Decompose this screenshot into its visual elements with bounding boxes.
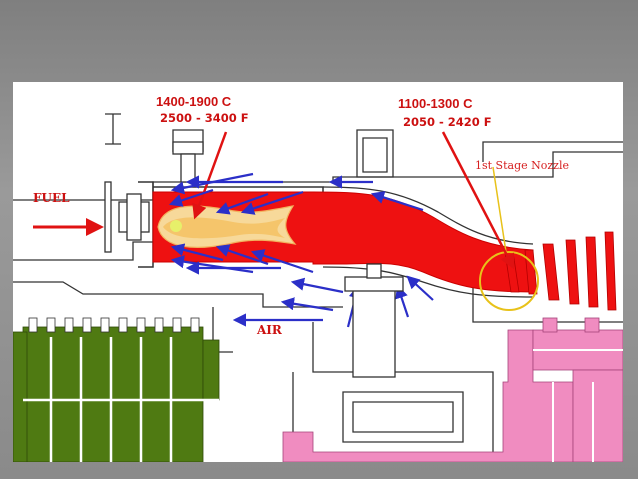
- compressor-stator-teeth: [28, 317, 200, 333]
- center-casing: [344, 263, 404, 378]
- combustor-temp-pointer: [192, 131, 228, 220]
- air-label: AIR: [257, 323, 282, 337]
- nozzle-temp-celsius: 1100-1300 C: [398, 96, 473, 111]
- turbine-section: [282, 317, 623, 462]
- combustor-temp-celsius: 1400-1900 C: [156, 94, 232, 109]
- nozzle-temp-fahrenheit: 2050 - 2420 F: [403, 115, 492, 129]
- combustor-temp-fahrenheit: 2500 - 3400 F: [160, 111, 249, 125]
- fuel-nozzle-assembly: [104, 141, 204, 253]
- nozzle-callout-leader: [492, 166, 507, 253]
- compressor-section: [13, 326, 220, 462]
- nozzle-temp-pointer: [441, 131, 515, 270]
- turbine-disc-lines: [533, 349, 623, 462]
- first-stage-nozzle-label: 1st Stage Nozzle: [475, 159, 569, 172]
- flame: [157, 205, 297, 248]
- first-stage-nozzle-callout: [479, 251, 539, 311]
- compressor-blade-lines: [23, 337, 219, 462]
- turbine-blades: [504, 231, 617, 311]
- fuel-label: FUEL: [33, 191, 70, 205]
- gas-turbine-cross-section: [13, 113, 623, 462]
- air-flow-arrows: [168, 172, 434, 328]
- diagram-panel: 1400-1900 C 2500 - 3400 F 1100-1300 C 20…: [13, 82, 623, 462]
